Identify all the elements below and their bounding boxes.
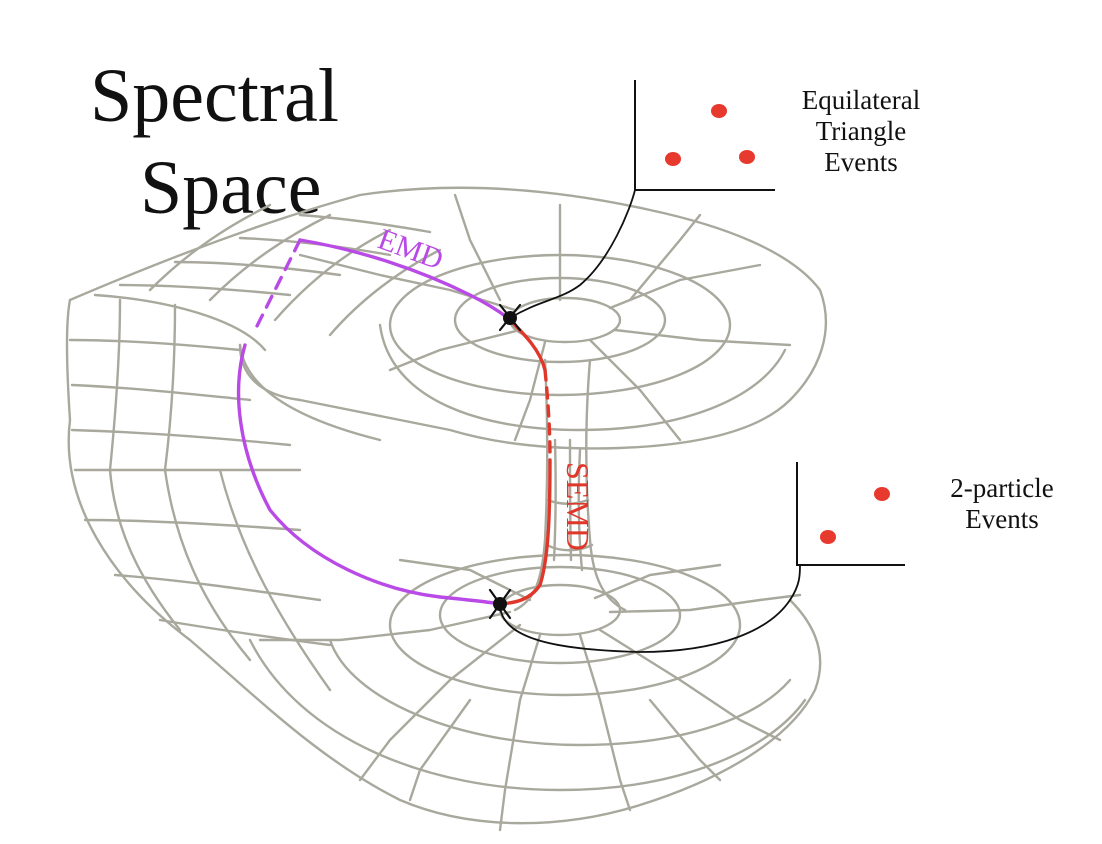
throat-right-edge: [585, 358, 627, 612]
top-sheet-outline: [68, 186, 828, 450]
triangle-point-3: [739, 150, 755, 164]
two-particle-point-2: [820, 530, 836, 544]
bottom-sheet-outline: [67, 418, 822, 825]
diagram-title-line-2: Space: [140, 146, 322, 230]
inset-triangle-axes: [634, 80, 775, 191]
two-particle-caption-line-2: Events: [965, 504, 1039, 534]
triangle-point-2: [665, 152, 681, 166]
triangle-point-1: [711, 104, 727, 118]
emd-path: [236, 238, 510, 606]
inset-two-particle-events: [796, 462, 905, 566]
inset-connectors: [499, 189, 801, 653]
inset-triangle-events: [634, 80, 775, 191]
triangle-caption-line-2: Triangle: [815, 116, 907, 146]
marker-triangle-event: [498, 303, 522, 332]
semd-label: SEMD: [560, 462, 596, 551]
inset-two-particle-axes: [796, 462, 905, 566]
triangle-events-caption: Equilateral Triangle Events: [786, 85, 936, 178]
triangle-caption-line-3: Events: [824, 147, 898, 177]
two-particle-events-caption: 2-particle Events: [932, 473, 1072, 535]
event-markers: [488, 303, 522, 620]
marker-two-particle-event: [488, 588, 512, 620]
two-particle-point-1: [874, 487, 890, 501]
connector-to-triangle-events: [509, 189, 636, 319]
triangle-caption-line-1: Equilateral: [801, 85, 921, 115]
surface-mesh: [65, 186, 828, 832]
connector-to-two-particle-events: [499, 564, 801, 653]
two-particle-caption-line-1: 2-particle: [950, 473, 1054, 503]
diagram-title-line-1: Spectral: [90, 54, 340, 138]
